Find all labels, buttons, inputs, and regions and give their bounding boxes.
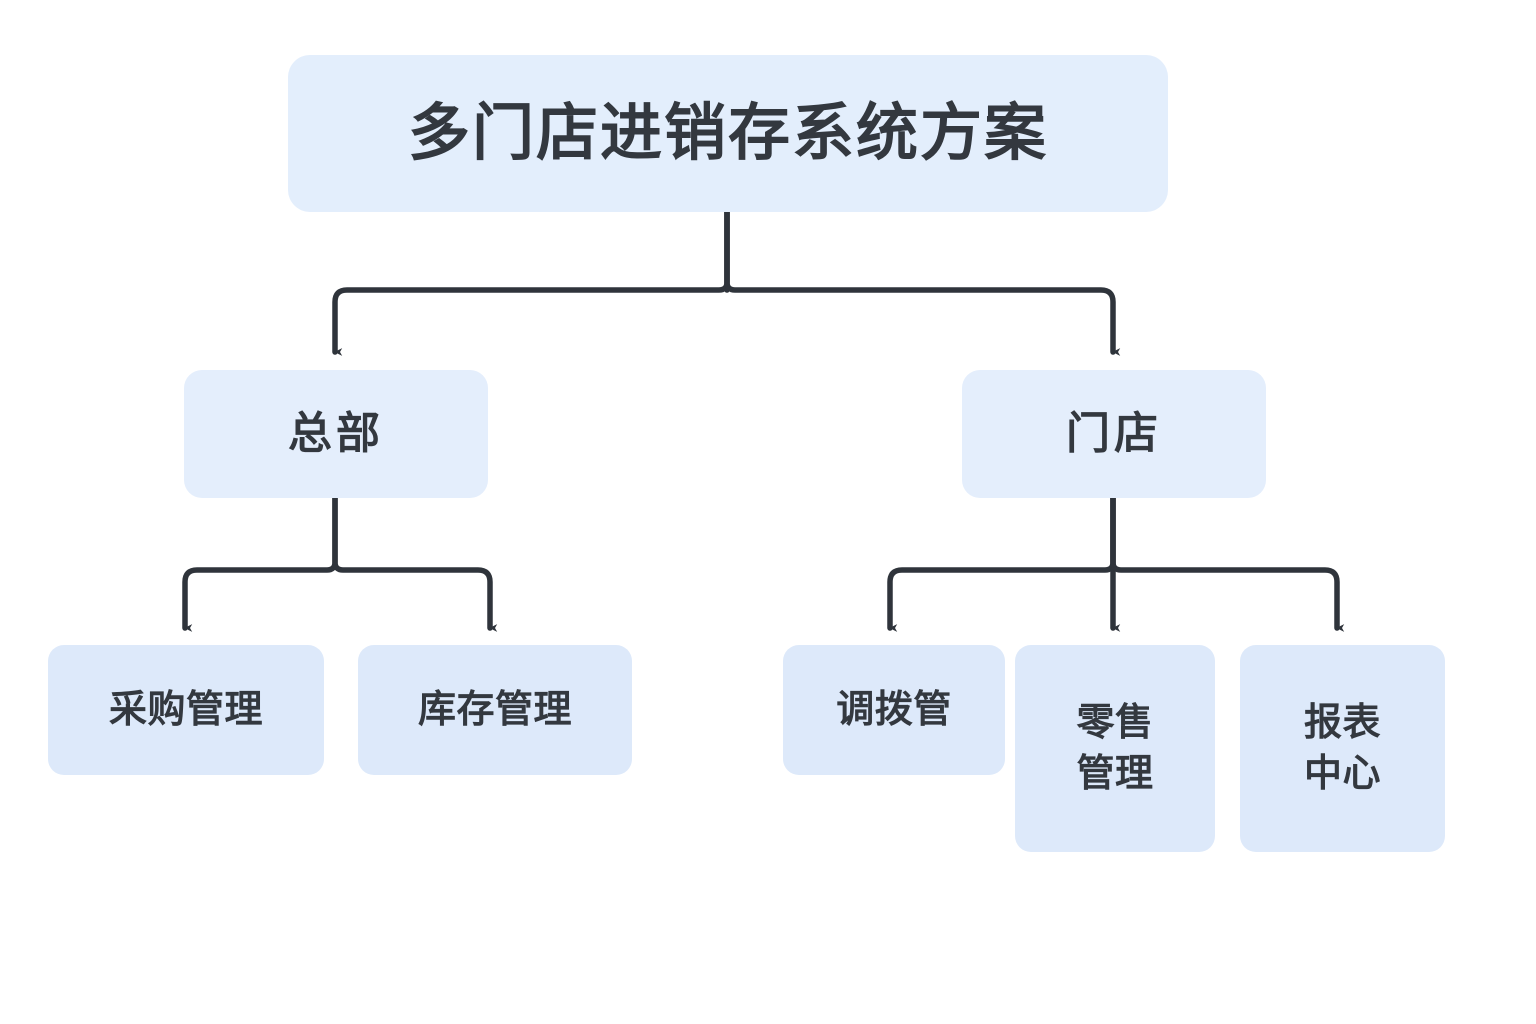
node-inventory-management[interactable]: 库存管理: [358, 645, 632, 775]
connector-store-to-report: [1110, 495, 1345, 632]
node-headquarters[interactable]: 总部: [184, 370, 488, 498]
node-retail-management[interactable]: 零售 管理: [1015, 645, 1215, 852]
node-root-title[interactable]: 多门店进销存系统方案: [288, 55, 1168, 212]
node-purchase-management[interactable]: 采购管理: [48, 645, 324, 775]
node-transfer-management[interactable]: 调拨管: [783, 645, 1005, 775]
connector-hq-to-stock: [332, 495, 498, 632]
connector-store-to-transfer: [887, 495, 1116, 632]
node-report-center[interactable]: 报表 中心: [1240, 645, 1445, 852]
connector-root-split-right: [724, 209, 1121, 356]
connector-root-split-left: [332, 209, 730, 356]
node-store[interactable]: 门店: [962, 370, 1266, 498]
connector-hq-to-purchase: [182, 495, 338, 632]
